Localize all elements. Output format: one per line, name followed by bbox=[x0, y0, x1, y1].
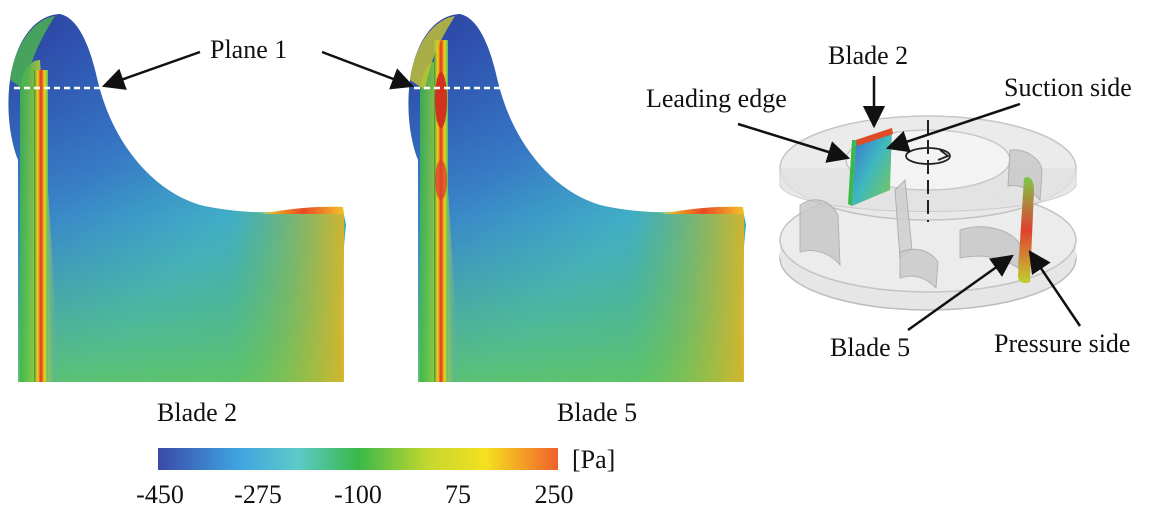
leading-edge-arrow bbox=[737, 122, 851, 163]
pressure-side-arrow bbox=[1028, 250, 1082, 327]
blade5-contour bbox=[408, 14, 746, 382]
blade2-3d bbox=[852, 128, 892, 206]
suction-side-label: Suction side bbox=[1004, 73, 1132, 102]
blade5-caption: Blade 5 bbox=[557, 398, 637, 427]
suction-side-arrow bbox=[885, 102, 1021, 153]
blade2-callout: Blade 2 bbox=[828, 41, 908, 70]
blade5-callout: Blade 5 bbox=[830, 333, 910, 362]
colorbar-unit: [Pa] bbox=[572, 445, 615, 474]
colorbar: [Pa] -450 -275 -100 75 250 bbox=[136, 445, 615, 507]
impeller-diagram bbox=[779, 115, 1077, 311]
blade2-contour bbox=[8, 14, 346, 382]
leading-edge-label: Leading edge bbox=[646, 84, 787, 113]
colorbar-gradient bbox=[158, 448, 558, 470]
colorbar-tick-2: -100 bbox=[334, 480, 382, 507]
colorbar-tick-1: -275 bbox=[234, 480, 282, 507]
colorbar-tick-3: 75 bbox=[445, 480, 471, 507]
plane1-label: Plane 1 bbox=[210, 35, 287, 64]
blade2-caption: Blade 2 bbox=[157, 398, 237, 427]
colorbar-tick-0: -450 bbox=[136, 480, 184, 507]
pressure-side-label: Pressure side bbox=[994, 329, 1130, 358]
colorbar-tick-4: 250 bbox=[535, 480, 574, 507]
plane1-arrow-right bbox=[321, 50, 415, 90]
blade5-callout-arrow bbox=[907, 254, 1014, 332]
plane1-arrow-left bbox=[101, 50, 201, 90]
